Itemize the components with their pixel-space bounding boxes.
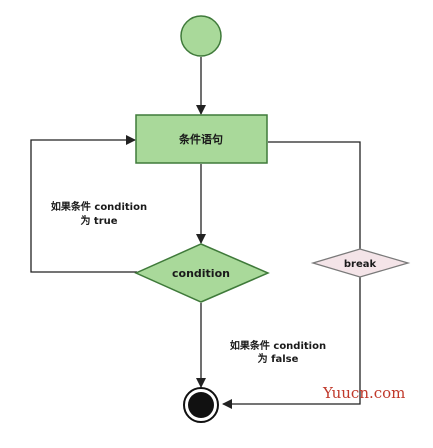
true-loop-connector (30, 135, 137, 273)
condition-diamond-label: condition (172, 267, 230, 280)
end-node (183, 387, 219, 423)
start-node (180, 15, 222, 57)
statement-box-label: 条件语句 (178, 132, 223, 146)
break-node: break (310, 248, 411, 278)
false-condition-label-line2: 为 false (258, 352, 299, 365)
break-node-label: break (344, 259, 377, 270)
statement-box: 条件语句 (135, 114, 268, 164)
false-condition-label-line1: 如果条件 condition (230, 339, 326, 352)
true-condition-label-line1: 如果条件 condition (51, 200, 147, 213)
watermark: Yuucn.com (322, 384, 405, 402)
condition-diamond: condition (134, 243, 270, 303)
true-condition-label-line2: 为 true (80, 214, 117, 227)
